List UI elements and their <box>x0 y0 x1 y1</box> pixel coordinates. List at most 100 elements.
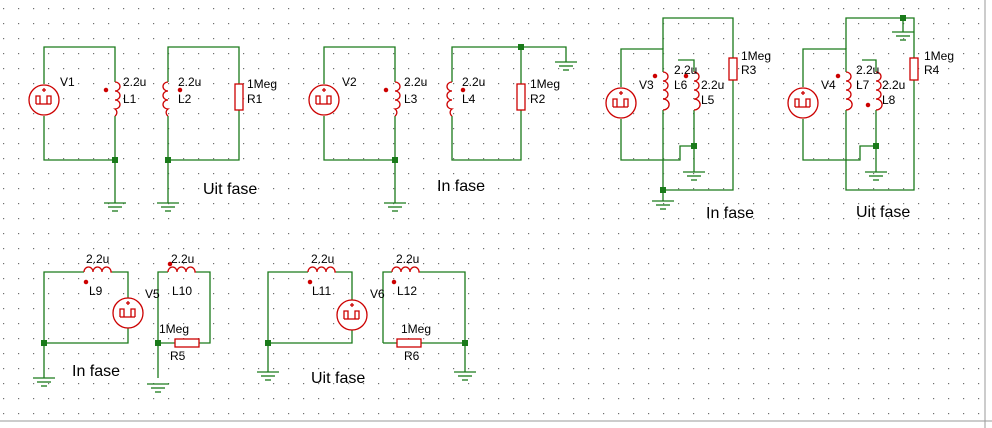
source-label-v5: V5 <box>145 287 160 301</box>
resistor-r6[interactable] <box>396 338 422 348</box>
grid-dots <box>0 0 984 420</box>
junction-dot <box>41 340 47 346</box>
source-label-v6: V6 <box>370 287 385 301</box>
inductor-l10[interactable] <box>167 261 196 273</box>
inductor-l7[interactable] <box>835 71 853 111</box>
junction-dot <box>873 143 879 149</box>
resistor-label-r6: R6 <box>404 349 420 363</box>
ground-symbol <box>555 61 577 71</box>
resistor-label-r3: R3 <box>741 63 757 77</box>
caption-phase-4: Uit fase <box>856 204 910 221</box>
ground-symbol <box>384 202 406 212</box>
inductor-value-l12: 2.2u <box>396 252 419 266</box>
inductor-label-l10: L10 <box>172 284 192 298</box>
inductor-label-l3: L3 <box>404 92 418 106</box>
inductor-value-l1: 2.2u <box>123 75 146 89</box>
inductor-l5[interactable] <box>683 71 701 111</box>
caption-phase-2: In fase <box>437 178 485 195</box>
resistor-value-r5: 1Meg <box>159 322 189 336</box>
source-label-v4: V4 <box>821 78 836 92</box>
circuit-2 <box>308 44 577 212</box>
voltage-source-v6[interactable] <box>336 299 368 331</box>
circuit-2-wires <box>323 46 567 203</box>
inductor-value-l4: 2.2u <box>462 75 485 89</box>
ground-symbol <box>33 377 55 387</box>
resistor-label-r1: R1 <box>247 92 263 106</box>
junction-dot <box>155 340 161 346</box>
source-label-v1: V1 <box>60 75 75 89</box>
inductor-l3[interactable] <box>383 81 401 117</box>
caption-phase-5: In fase <box>72 363 120 380</box>
resistor-label-r2: R2 <box>530 92 546 106</box>
resistor-value-r6: 1Meg <box>401 322 431 336</box>
junction-dot <box>691 143 697 149</box>
circuit-6-wires <box>267 271 466 372</box>
source-label-v2: V2 <box>342 75 357 89</box>
inductor-label-l6: L6 <box>674 78 688 92</box>
inductor-label-l2: L2 <box>178 92 192 106</box>
voltage-source-v2[interactable] <box>308 84 340 116</box>
inductor-label-l8: L8 <box>882 93 896 107</box>
inductor-value-l7: 2.2u <box>856 63 879 77</box>
circuit-1-wires <box>43 46 240 203</box>
inductor-l12[interactable] <box>391 266 420 285</box>
inductor-value-l8: 2.2u <box>882 78 905 92</box>
circuit-1 <box>28 46 244 212</box>
inductor-l4[interactable] <box>446 81 466 117</box>
source-label-v3: V3 <box>639 78 654 92</box>
ground-symbol <box>257 371 279 381</box>
inductor-label-l11: L11 <box>312 284 331 298</box>
circuit-4 <box>787 15 919 191</box>
caption-phase-3: In fase <box>706 205 754 222</box>
resistor-value-r2: 1Meg <box>530 77 560 91</box>
inductor-l6[interactable] <box>652 71 670 111</box>
inductor-l9[interactable] <box>83 266 112 285</box>
inductor-label-l5: L5 <box>701 93 715 107</box>
ground-symbol <box>157 202 179 212</box>
resistor-r4[interactable] <box>909 57 919 81</box>
inductor-l8[interactable] <box>865 71 883 111</box>
circuit-6 <box>257 266 476 381</box>
caption-phase-6: Uit fase <box>311 370 365 387</box>
ground-symbol <box>104 202 126 212</box>
resistor-value-r3: 1Meg <box>741 49 771 63</box>
inductor-l2[interactable] <box>162 81 183 117</box>
circuit-3-wires <box>620 17 734 201</box>
ground-symbol <box>147 383 169 393</box>
resistor-r3[interactable] <box>728 57 738 81</box>
inductor-value-l9: 2.2u <box>86 252 109 266</box>
inductor-value-l3: 2.2u <box>404 75 427 89</box>
inductor-label-l9: L9 <box>89 284 103 298</box>
voltage-source-v4[interactable] <box>787 87 819 119</box>
junction-dot <box>112 157 118 163</box>
voltage-source-v5[interactable] <box>112 297 144 329</box>
junction-dot <box>265 340 271 346</box>
junction-dot <box>462 340 468 346</box>
circuit-5 <box>33 261 211 393</box>
voltage-source-v3[interactable] <box>605 87 637 119</box>
ground-symbol <box>683 171 705 181</box>
ground-symbol <box>454 371 476 381</box>
ground-symbol <box>892 31 914 41</box>
inductor-value-l5: 2.2u <box>701 78 724 92</box>
inductor-label-l7: L7 <box>856 78 870 92</box>
resistor-r2[interactable] <box>516 83 526 111</box>
resistor-r1[interactable] <box>234 83 244 111</box>
junction-dot <box>392 157 398 163</box>
voltage-source-v1[interactable] <box>28 84 60 116</box>
ground-symbol <box>652 200 674 210</box>
resistor-r5[interactable] <box>174 338 200 348</box>
junction-dot <box>900 15 906 21</box>
resistor-label-r4: R4 <box>924 63 940 77</box>
inductor-l1[interactable] <box>103 81 121 117</box>
junction-dot <box>660 187 666 193</box>
resistor-label-r5: R5 <box>170 349 186 363</box>
inductor-label-l1: L1 <box>123 92 137 106</box>
inductor-l11[interactable] <box>307 266 336 285</box>
inductor-value-l2: 2.2u <box>178 75 201 89</box>
inductor-label-l12: L12 <box>397 284 417 298</box>
inductor-value-l11: 2.2u <box>311 252 334 266</box>
resistor-value-r4: 1Meg <box>924 49 954 63</box>
caption-phase-1: Uit fase <box>203 181 257 198</box>
